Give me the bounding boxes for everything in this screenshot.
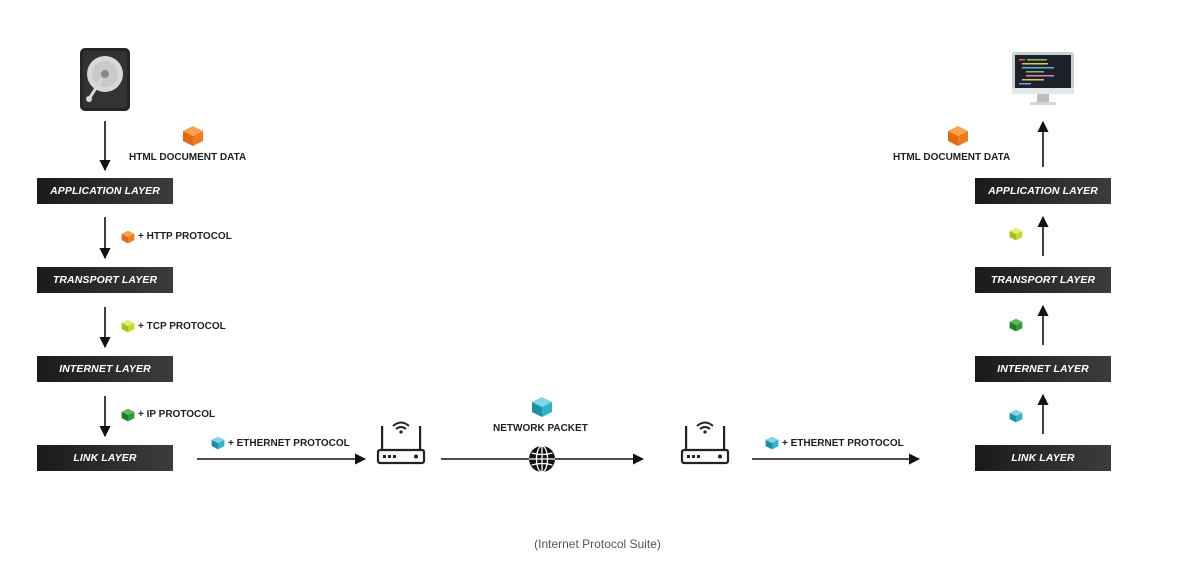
left-link-layer: LINK LAYER (37, 445, 173, 471)
right-transport-layer: TRANSPORT LAYER (975, 267, 1111, 293)
right-internet-layer: INTERNET LAYER (975, 356, 1111, 382)
right-link-layer: LINK LAYER (975, 445, 1111, 471)
html-data-cube-right-icon (948, 126, 968, 146)
monitor-icon (1012, 52, 1074, 105)
http-protocol-label: + HTTP PROTOCOL (138, 231, 232, 242)
ip-cube-right-icon (1009, 318, 1023, 332)
router-icon (680, 421, 730, 465)
ethernet-cube-link-icon (1009, 409, 1023, 423)
router-icon (376, 421, 426, 465)
network-packet-label: NETWORK PACKET (493, 423, 588, 434)
diagram-caption: (Internet Protocol Suite) (534, 537, 661, 551)
ip-cube-icon (121, 408, 135, 422)
html-data-left-label: HTML DOCUMENT DATA (129, 152, 247, 163)
http-cube-icon (121, 230, 135, 244)
ethernet-protocol-right-label: + ETHERNET PROTOCOL (782, 438, 904, 449)
ethernet-protocol-left-label: + ETHERNET PROTOCOL (228, 438, 350, 449)
tcp-protocol-label: + TCP PROTOCOL (138, 321, 226, 332)
right-application-layer: APPLICATION LAYER (975, 178, 1111, 204)
html-data-cube-icon (183, 126, 203, 146)
tcp-cube-right-icon (1009, 227, 1023, 241)
html-data-right-label: HTML DOCUMENT DATA (893, 152, 1011, 163)
left-application-layer: APPLICATION LAYER (37, 178, 173, 204)
hard-drive-icon (80, 48, 130, 111)
left-internet-layer: INTERNET LAYER (37, 356, 173, 382)
left-transport-layer: TRANSPORT LAYER (37, 267, 173, 293)
tcp-cube-icon (121, 319, 135, 333)
ethernet-cube-right-icon (765, 436, 779, 450)
globe-icon (529, 445, 555, 473)
ethernet-cube-icon (211, 436, 225, 450)
network-packet-cube-icon (532, 397, 552, 417)
ip-protocol-label: + IP PROTOCOL (138, 409, 216, 420)
